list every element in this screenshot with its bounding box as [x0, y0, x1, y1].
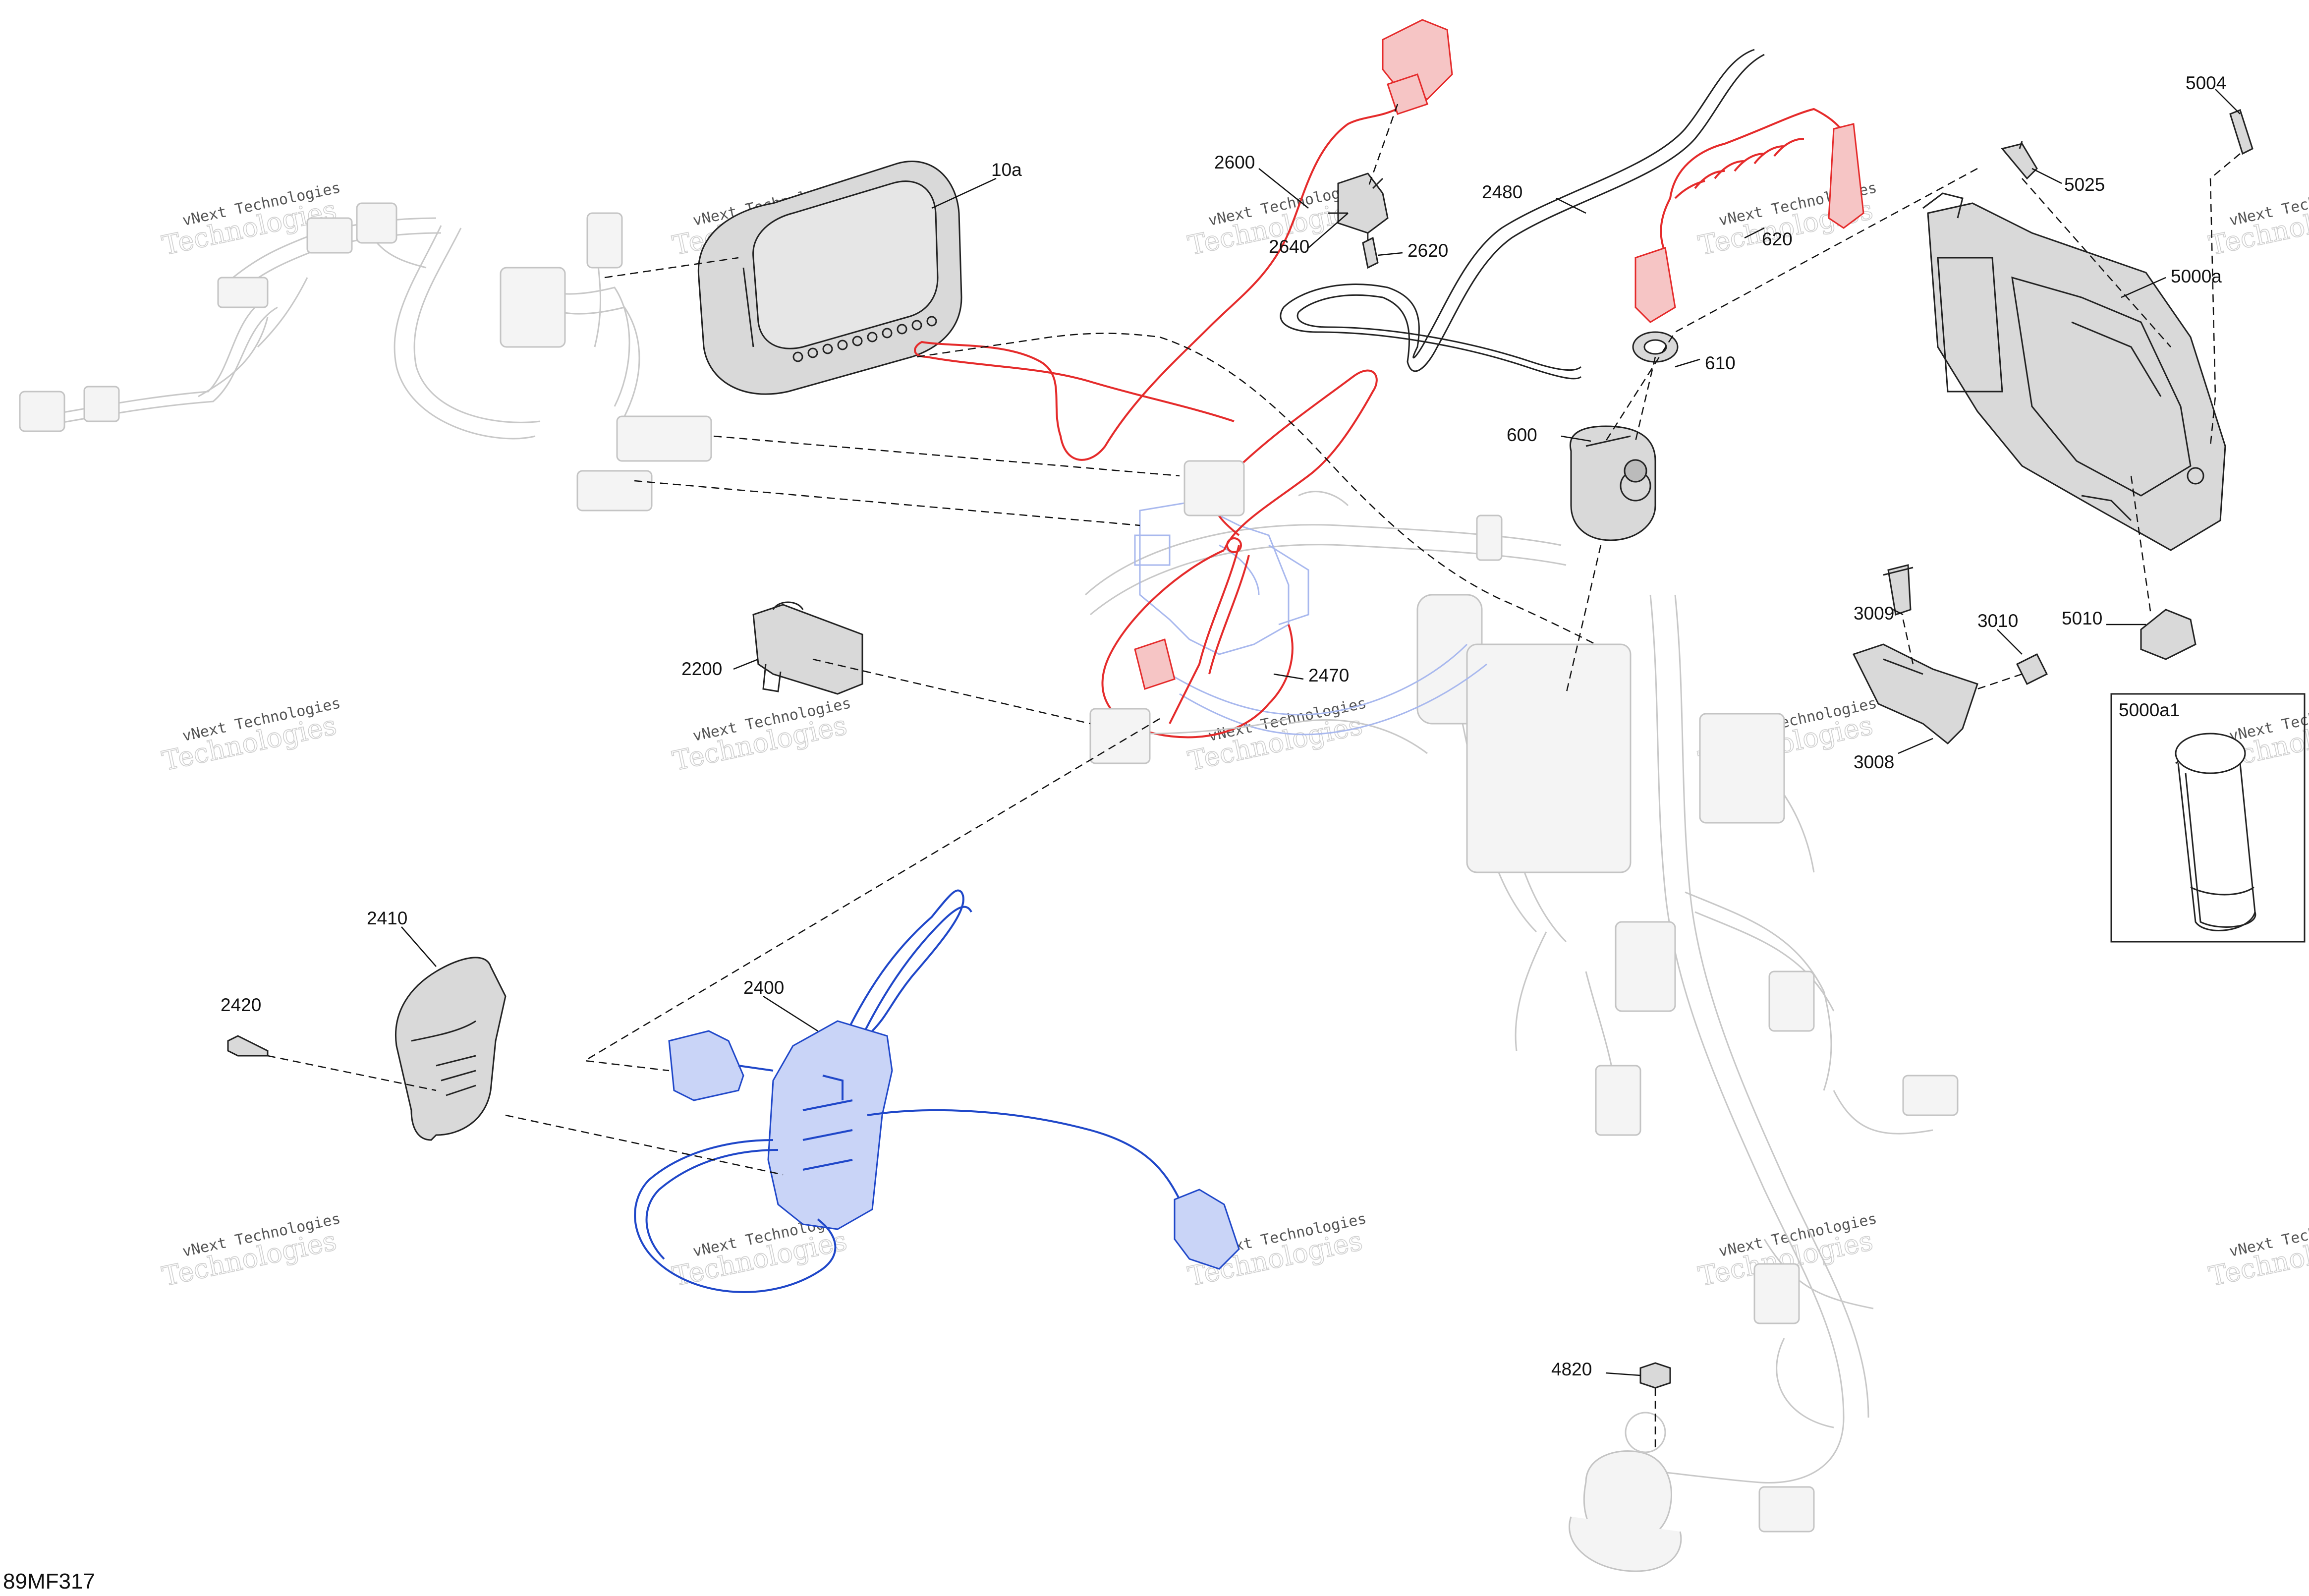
- ghost-switch-cluster: [1134, 500, 1487, 736]
- frame-component: [1466, 643, 1632, 873]
- callout-5004: 5004: [2186, 73, 2226, 93]
- callout-2480: 2480: [1482, 182, 1522, 202]
- nut-4820: [1639, 1362, 1671, 1389]
- harness-connector: [356, 202, 397, 244]
- screw-3010: [2016, 653, 2048, 685]
- bracket-2640: [1328, 172, 1389, 234]
- callout-3009: 3009: [1854, 603, 1894, 624]
- callout-5000a1: 5000a1: [2119, 700, 2180, 720]
- harness-connector: [306, 217, 353, 254]
- cover-2410: [395, 957, 507, 1141]
- watermark: Technologies vNext Technologies: [159, 694, 342, 777]
- callout-3008: 3008: [1854, 752, 1894, 772]
- callout-labels: 10a 2600 2640 2620 2480 620 610 600 5004…: [3, 73, 2226, 1594]
- harness-connector: [576, 470, 653, 512]
- callout-10a: 10a: [991, 160, 1022, 180]
- callout-2400: 2400: [743, 977, 784, 998]
- harness-connector: [616, 415, 712, 462]
- relay-base: [1569, 1516, 1682, 1572]
- ghost-connectors: [1089, 460, 1289, 764]
- harness-connector: [217, 277, 269, 308]
- key-switch-600: [1570, 425, 1656, 541]
- left-wiring-harness: [19, 202, 712, 512]
- watermark: Technologies vNext Technologies: [670, 694, 852, 777]
- callout-600: 600: [1507, 425, 1537, 445]
- callout-5025: 5025: [2064, 174, 2105, 195]
- pin-5004: [2229, 109, 2253, 155]
- harness-connector: [19, 391, 65, 432]
- inset-box-5000a1: [2110, 693, 2306, 943]
- ring-610: [1632, 331, 1679, 363]
- watermark: Technologies vNext Technologies: [2206, 1210, 2309, 1293]
- harness-connector: [1758, 1486, 1815, 1533]
- hose-2480: [1280, 49, 1765, 380]
- watermark: Technologies vNext Technologies: [2206, 179, 2309, 262]
- callout-620: 620: [1762, 229, 1793, 249]
- bolt-2620: [1362, 236, 1379, 269]
- harness-connector: [83, 386, 120, 422]
- callout-2420: 2420: [221, 995, 261, 1015]
- callout-2600: 2600: [1214, 152, 1255, 172]
- harness-connector: [1476, 514, 1503, 561]
- callout-610: 610: [1705, 353, 1736, 373]
- coiled-lanyard-620: [1634, 108, 1864, 323]
- harness-connector: [1902, 1075, 1959, 1116]
- assembly-lines: [267, 104, 2241, 1447]
- harness-connector: [1753, 1263, 1800, 1324]
- callout-2200: 2200: [681, 659, 722, 679]
- sensor-2200: [752, 601, 863, 695]
- harness-connector: [1183, 460, 1245, 516]
- harness-connector: [500, 267, 566, 348]
- watermark: Technologies vNext Technologies: [159, 1210, 342, 1293]
- screw-2420: [227, 1035, 269, 1057]
- main-wiring-harness: [1084, 491, 1959, 1572]
- clip-5010: [2140, 609, 2196, 660]
- callout-4820: 4820: [1551, 1359, 1592, 1379]
- callout-2410: 2410: [367, 908, 407, 928]
- leader-lines: [401, 89, 2241, 1376]
- switch-cluster-2400: [634, 889, 1240, 1293]
- callout-2640: 2640: [1269, 236, 1309, 257]
- callout-2470: 2470: [1308, 665, 1349, 685]
- ecm-5000a: [1922, 192, 2226, 551]
- harness-connector: [1699, 713, 1785, 824]
- harness-connector: [1768, 970, 1815, 1032]
- digital-gauge-10a: [697, 161, 962, 395]
- callout-2620: 2620: [1408, 240, 1448, 261]
- harness-connector: [586, 212, 623, 269]
- callout-5010: 5010: [2062, 608, 2102, 628]
- harness-connector: [1615, 921, 1676, 1012]
- bolt-5025: [2001, 141, 2038, 180]
- screw-3009: [1883, 564, 1914, 616]
- callout-5000a: 5000a: [2171, 266, 2222, 286]
- diagram-id: 89MF317: [3, 1569, 95, 1594]
- callout-3010: 3010: [1977, 611, 2018, 631]
- harness-connector: [1595, 1065, 1641, 1136]
- bracket-3008: [1852, 643, 1978, 745]
- harness-connector: [1089, 708, 1151, 764]
